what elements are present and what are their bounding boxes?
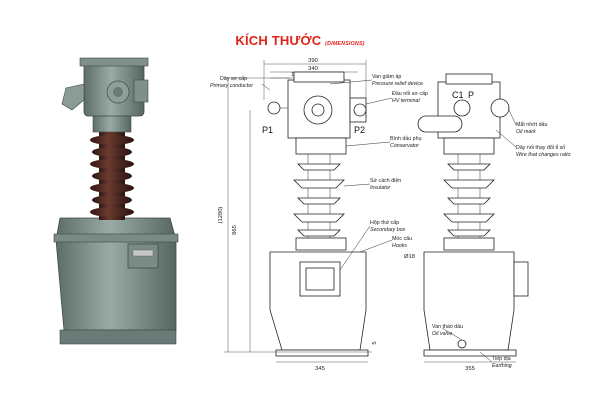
terminal-p: P bbox=[468, 90, 474, 100]
svg-text:Secondary box: Secondary box bbox=[370, 227, 406, 233]
dim-phi: Ø18 bbox=[404, 254, 415, 260]
svg-text:Conservator: Conservator bbox=[390, 143, 419, 149]
svg-text:Tiếp địa: Tiếp địa bbox=[492, 356, 511, 362]
side-base bbox=[423, 349, 517, 357]
svg-text:Bình dầu phụ: Bình dầu phụ bbox=[390, 136, 422, 142]
label-relief: Van giảm áp Pressure relief device bbox=[372, 74, 423, 87]
svg-text:Insulator: Insulator bbox=[370, 185, 391, 191]
page-title: KÍCH THƯỚC (DIMENSIONS) bbox=[0, 33, 600, 48]
title-en: (DIMENSIONS) bbox=[325, 41, 365, 47]
photo-base bbox=[59, 329, 177, 345]
svg-text:Móc cẩu: Móc cẩu bbox=[392, 235, 412, 242]
svg-text:Wire that changes ratio: Wire that changes ratio bbox=[516, 152, 570, 158]
svg-text:HV terminal: HV terminal bbox=[392, 98, 420, 104]
drawing-side: C1 P 355 Ø18 bbox=[404, 73, 529, 372]
leader-lines bbox=[261, 79, 517, 363]
photo-collar bbox=[92, 113, 132, 133]
photo-insulator-sheds bbox=[90, 135, 134, 217]
front-terminal-p2 bbox=[353, 103, 367, 117]
dim-345: 345 bbox=[315, 366, 325, 372]
photo-nameplate bbox=[132, 249, 154, 257]
dim-390: 390 bbox=[308, 58, 318, 64]
svg-text:Hooks: Hooks bbox=[392, 243, 407, 249]
svg-text:Van tháo dầu: Van tháo dầu bbox=[432, 324, 463, 330]
svg-text:Oil mark: Oil mark bbox=[516, 129, 536, 135]
label-hooks: Móc cẩu Hooks bbox=[392, 235, 412, 249]
svg-text:Hộp thứ cấp: Hộp thứ cấp bbox=[370, 220, 399, 226]
photo-head-cover-center bbox=[113, 87, 123, 97]
svg-text:Primary conductor: Primary conductor bbox=[210, 83, 253, 89]
svg-text:Oil valve: Oil valve bbox=[432, 331, 452, 337]
label-oil-valve: Van tháo dầu Oil valve bbox=[432, 324, 463, 337]
terminal-p2: P2 bbox=[354, 125, 365, 135]
dim-total: (1280) bbox=[218, 207, 224, 224]
front-head-top bbox=[293, 71, 345, 83]
label-conservator: Bình dầu phụ Conservator bbox=[390, 136, 422, 149]
title-vn: KÍCH THƯỚC bbox=[235, 33, 322, 48]
label-earthing: Tiếp địa Earthing bbox=[492, 356, 512, 369]
side-insulator bbox=[443, 154, 495, 238]
photo-tank-flange bbox=[53, 233, 179, 243]
side-secondary-box bbox=[513, 261, 529, 297]
side-flange bbox=[443, 237, 495, 251]
terminal-c1: C1 bbox=[452, 90, 464, 100]
transformer-photo bbox=[53, 57, 179, 345]
svg-text:Đầu nối sơ cấp: Đầu nối sơ cấp bbox=[392, 91, 428, 97]
side-terminal-c1 bbox=[453, 99, 471, 117]
photo-terminal-right bbox=[133, 79, 149, 103]
svg-text:Sứ cách điện: Sứ cách điện bbox=[370, 178, 401, 184]
svg-text:Dây sơ cấp: Dây sơ cấp bbox=[220, 76, 247, 82]
label-insulator: Sứ cách điện Insulator bbox=[370, 178, 401, 191]
side-oil-valve bbox=[457, 339, 467, 349]
dim-355: 355 bbox=[465, 366, 475, 372]
dim-340: 340 bbox=[308, 66, 318, 72]
svg-text:Van giảm áp: Van giảm áp bbox=[372, 74, 401, 80]
front-conservator bbox=[295, 137, 347, 155]
side-conservator bbox=[443, 137, 495, 155]
side-head-top bbox=[445, 73, 493, 85]
front-secondary-box-inner bbox=[305, 267, 335, 291]
svg-text:Pressure relief device: Pressure relief device bbox=[372, 81, 423, 87]
front-head-circle-inner bbox=[311, 103, 325, 117]
label-oil-mark: Mắt nhớt dầu Oil mark bbox=[516, 121, 548, 135]
svg-text:Earthing: Earthing bbox=[492, 363, 512, 369]
front-base bbox=[275, 349, 369, 357]
svg-text:Mắt nhớt dầu: Mắt nhớt dầu bbox=[516, 121, 548, 128]
photo-head-cap bbox=[79, 57, 149, 67]
side-terminal-tube bbox=[417, 115, 463, 133]
front-flange bbox=[295, 237, 347, 251]
photo-terminal-left bbox=[61, 83, 85, 111]
front-terminal-p1 bbox=[267, 101, 281, 115]
label-secondary-box: Hộp thứ cấp Secondary box bbox=[370, 220, 406, 233]
label-hv: Đầu nối sơ cấp HV terminal bbox=[392, 91, 428, 104]
side-oil-mark bbox=[490, 98, 510, 118]
label-primary: Dây sơ cấp Primary conductor bbox=[210, 76, 253, 89]
label-wire: Dây nối thay đổi tỉ số Wire that changes… bbox=[516, 144, 570, 158]
dim-5: 5 bbox=[372, 341, 378, 344]
dim-865: 865 bbox=[232, 225, 238, 235]
svg-text:Dây nối thay đổi tỉ số: Dây nối thay đổi tỉ số bbox=[516, 144, 565, 151]
front-insulator bbox=[293, 154, 345, 238]
drawing-front: 390 340 197 P1 P2 bbox=[218, 58, 378, 372]
terminal-p1: P1 bbox=[262, 125, 273, 135]
